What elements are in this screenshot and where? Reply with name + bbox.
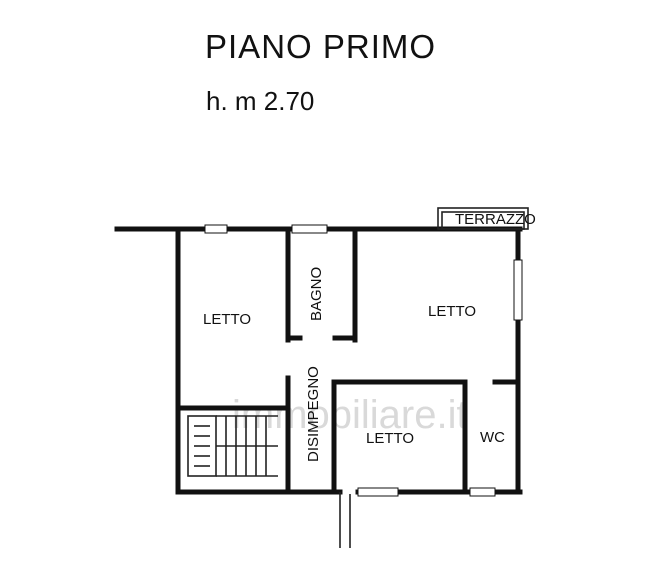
staircase xyxy=(187,415,278,477)
room-label-letto-bottom: LETTO xyxy=(366,430,414,447)
room-label-letto-left: LETTO xyxy=(203,311,251,328)
terrace xyxy=(437,207,529,230)
room-label-bagno: BAGNO xyxy=(308,267,325,321)
room-label-disimpegno: DISIMPEGNO xyxy=(305,366,322,462)
room-label-terrazzo: TERRAZZO xyxy=(455,211,536,228)
windows xyxy=(204,224,523,497)
page-title: PIANO PRIMO xyxy=(205,28,437,65)
interior-walls xyxy=(175,229,521,495)
watermark: immobiliare.it xyxy=(232,393,468,437)
room-label-letto-right: LETTO xyxy=(428,303,476,320)
room-label-wc: WC xyxy=(480,429,505,446)
ceiling-height: h. m 2.70 xyxy=(206,86,315,116)
